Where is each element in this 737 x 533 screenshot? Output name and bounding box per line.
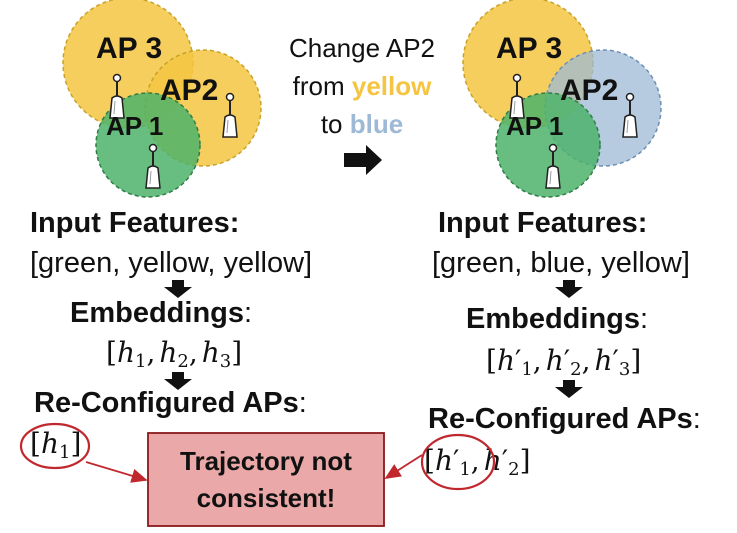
right-reconfigured-formula: [h′1,h′2]: [424, 444, 531, 480]
left-highlight-circle: [19, 422, 91, 470]
alert-box: [147, 432, 385, 527]
right-reconfigured-heading: Re-Configured APs:: [428, 403, 701, 435]
change-line-2: from yellow: [293, 71, 432, 101]
left-reconfigured-formula: [h1]: [30, 427, 81, 463]
right-input-features: [green, blue, yellow]: [432, 247, 690, 279]
left-embeddings-heading: Embeddings:: [70, 297, 252, 329]
right-ap3-label: AP 3: [496, 32, 562, 65]
left-column: Input Features: [green, yellow, yellow] …: [19, 207, 312, 470]
left-embeddings-formula: [h1,h2,h3]: [106, 336, 242, 372]
right-connector-arrow: [384, 454, 423, 479]
alert-line-1: Trajectory not: [180, 446, 352, 476]
left-input-features: [green, yellow, yellow]: [30, 247, 312, 279]
change-line-1: Change AP2: [289, 33, 435, 63]
left-ap1-label: AP 1: [106, 111, 163, 141]
left-arrow-down-icon-2: [164, 372, 192, 390]
left-input-heading: Input Features:: [30, 207, 239, 239]
left-connector-arrow: [85, 461, 148, 483]
left-ap2-label: AP2: [160, 74, 218, 107]
change-line-3: to blue: [321, 109, 403, 139]
arrow-right-icon: [344, 145, 382, 175]
right-highlight-circle: [420, 433, 496, 491]
right-ap1-label: AP 1: [506, 111, 563, 141]
left-reconfigured-heading: Re-Configured APs:: [34, 387, 307, 419]
color-blue-word: blue: [350, 109, 403, 139]
color-yellow-word: yellow: [352, 71, 432, 101]
left-ap-diagram: AP 3 AP2 AP 1: [62, 0, 262, 198]
change-description: Change AP2 from yellow to blue: [289, 33, 435, 175]
left-ap3-label: AP 3: [96, 32, 162, 65]
right-arrow-down-icon-2: [555, 380, 583, 398]
alert-line-2: consistent!: [197, 483, 336, 513]
right-ap1-coverage: [495, 92, 601, 198]
right-column: Input Features: [green, blue, yellow] Em…: [420, 207, 701, 491]
left-ap1-coverage: [95, 92, 201, 198]
right-input-heading: Input Features:: [438, 207, 647, 239]
right-embeddings-heading: Embeddings:: [466, 303, 648, 335]
left-arrow-down-icon-1: [164, 280, 192, 298]
right-ap2-label: AP2: [560, 74, 618, 107]
right-arrow-down-icon-1: [555, 280, 583, 298]
right-ap-diagram: AP 3 AP2 AP 1: [462, 0, 662, 198]
inconsistency-alert: Trajectory not consistent!: [147, 432, 385, 527]
right-embeddings-formula: [h′1,h′2,h′3]: [486, 344, 641, 380]
